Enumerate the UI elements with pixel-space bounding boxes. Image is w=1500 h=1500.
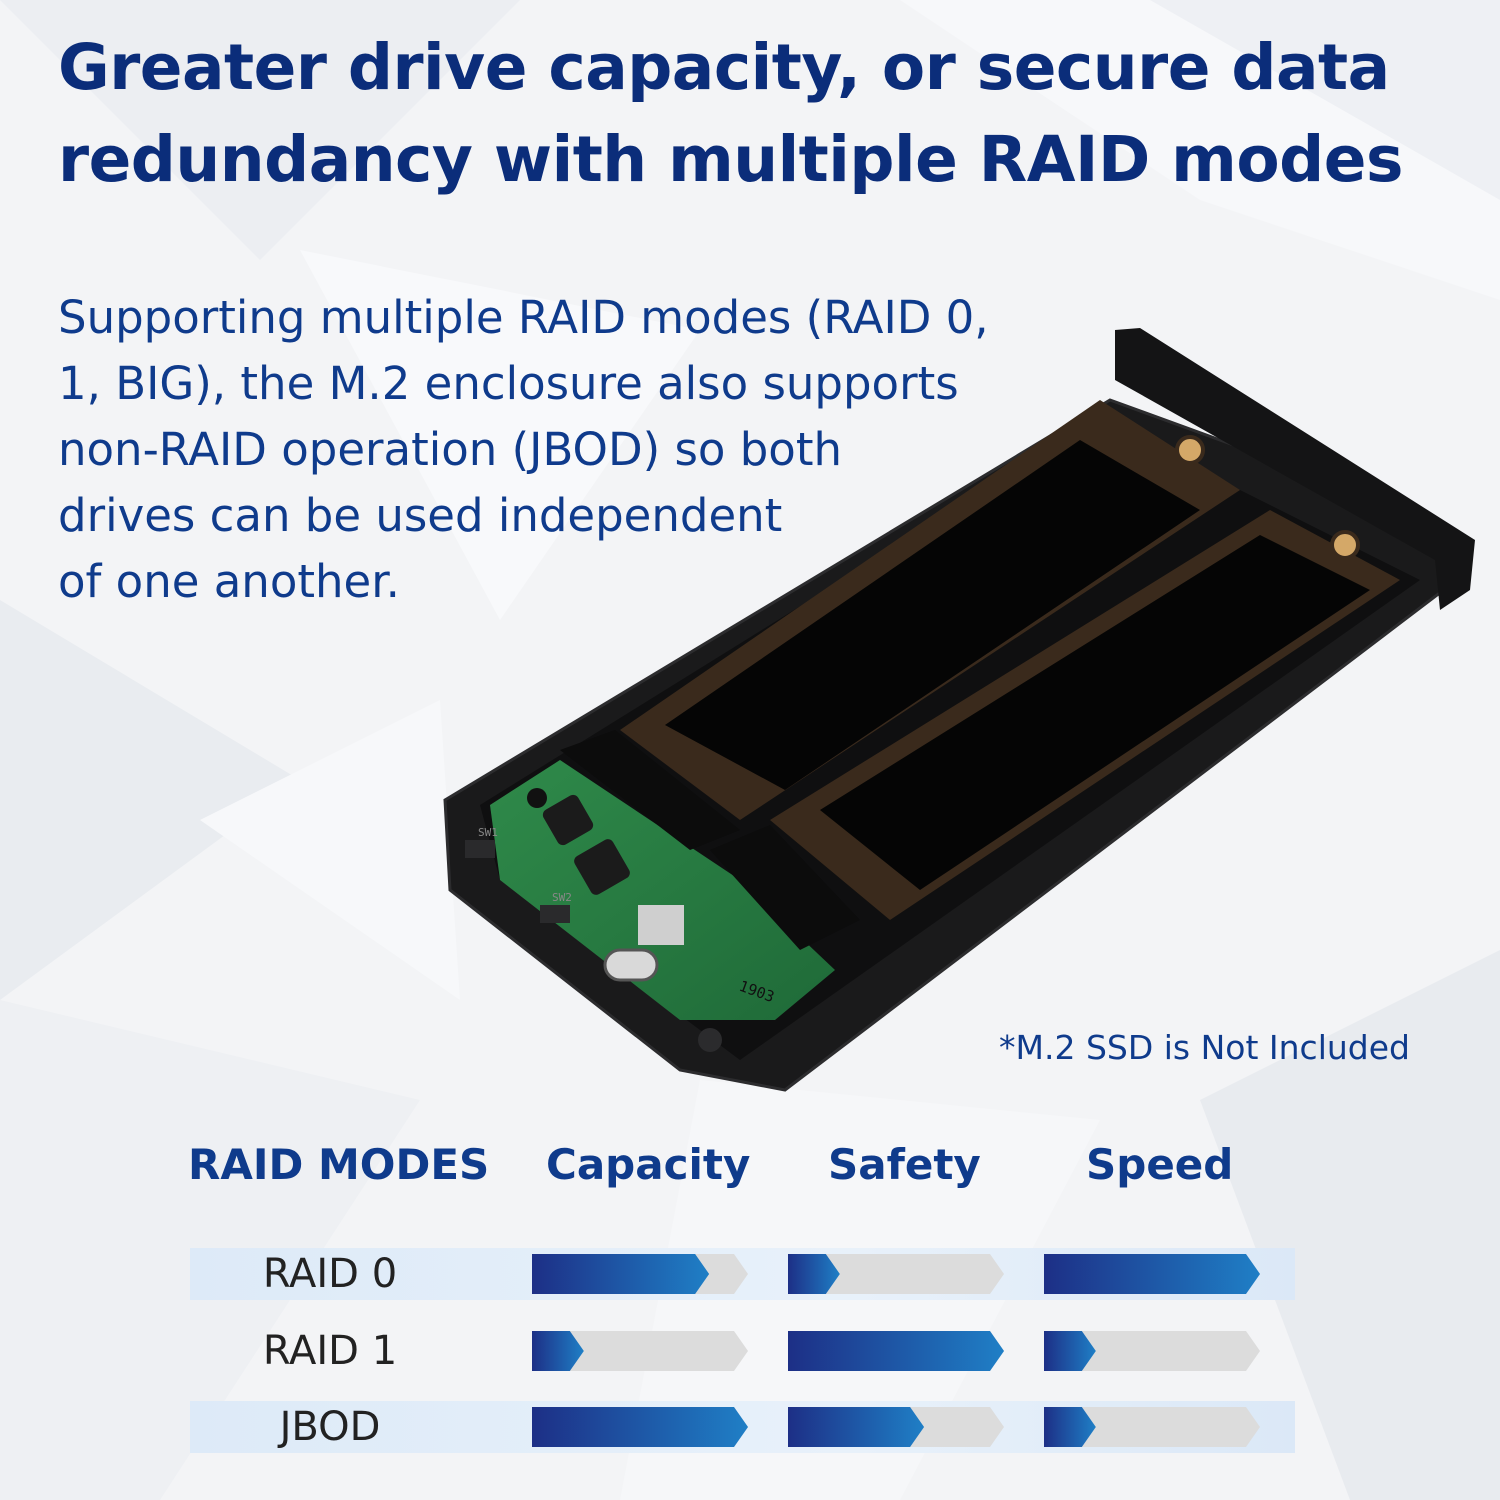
raid-mode-label: RAID 1 <box>262 1328 398 1374</box>
bar-fill <box>788 1331 1004 1371</box>
column-safety: Safety <box>828 1140 981 1189</box>
speed-level-bar <box>1044 1331 1260 1371</box>
column-speed: Speed <box>1086 1140 1234 1189</box>
description-line-1: Supporting multiple RAID modes (RAID 0, <box>58 291 989 344</box>
bar-fill <box>788 1407 925 1447</box>
headline-line-1: Greater drive capacity, or secure data <box>58 31 1390 104</box>
switch-label-2: SW2 <box>552 891 572 904</box>
description-line-4: drives can be used independent <box>58 489 783 542</box>
raid-row: JBOD <box>190 1401 1295 1453</box>
capacity-level-bar <box>532 1254 748 1294</box>
bar-fill <box>532 1254 710 1294</box>
raid-row: RAID 1 <box>190 1325 1295 1377</box>
raid-modes-heading: RAID MODES <box>188 1140 490 1189</box>
enclosure-end-cap <box>1115 328 1475 610</box>
capacity-level-bar <box>532 1407 748 1447</box>
capacity-level-bar <box>532 1331 748 1371</box>
ssd-not-included-note: *M.2 SSD is Not Included <box>999 1028 1410 1067</box>
bar-fill <box>1044 1254 1260 1294</box>
switch-label-1: SW1 <box>478 826 498 839</box>
safety-level-bar <box>788 1331 1004 1371</box>
raid-mode-label: RAID 0 <box>262 1251 398 1297</box>
bar-track <box>1044 1407 1260 1447</box>
bar-track <box>1044 1331 1260 1371</box>
safety-level-bar <box>788 1254 1004 1294</box>
description-line-2: 1, BIG), the M.2 enclosure also supports <box>58 357 959 410</box>
description-text: Supporting multiple RAID modes (RAID 0, … <box>58 285 1058 615</box>
speed-level-bar <box>1044 1254 1260 1294</box>
safety-level-bar <box>788 1407 1004 1447</box>
bar-fill <box>1044 1407 1096 1447</box>
bar-track <box>788 1254 1004 1294</box>
description-line-3: non-RAID operation (JBOD) so both <box>58 423 843 476</box>
bar-fill <box>532 1331 584 1371</box>
bar-track <box>532 1331 748 1371</box>
raid-table-header: RAID MODES Capacity Safety Speed <box>0 1140 1500 1210</box>
raid-mode-label: JBOD <box>279 1404 381 1450</box>
speed-level-bar <box>1044 1407 1260 1447</box>
description-line-5: of one another. <box>58 555 400 608</box>
raid-row: RAID 0 <box>190 1248 1295 1300</box>
page-headline: Greater drive capacity, or secure data r… <box>58 22 1478 206</box>
m2-enclosure-image: 1903 SW1 SW2 <box>443 328 1475 1092</box>
bar-fill <box>788 1254 840 1294</box>
usb-c-port-icon <box>603 948 659 982</box>
bar-fill <box>1044 1331 1096 1371</box>
column-capacity: Capacity <box>546 1140 751 1189</box>
bar-fill <box>532 1407 748 1447</box>
headline-line-2: redundancy with multiple RAID modes <box>58 123 1403 196</box>
